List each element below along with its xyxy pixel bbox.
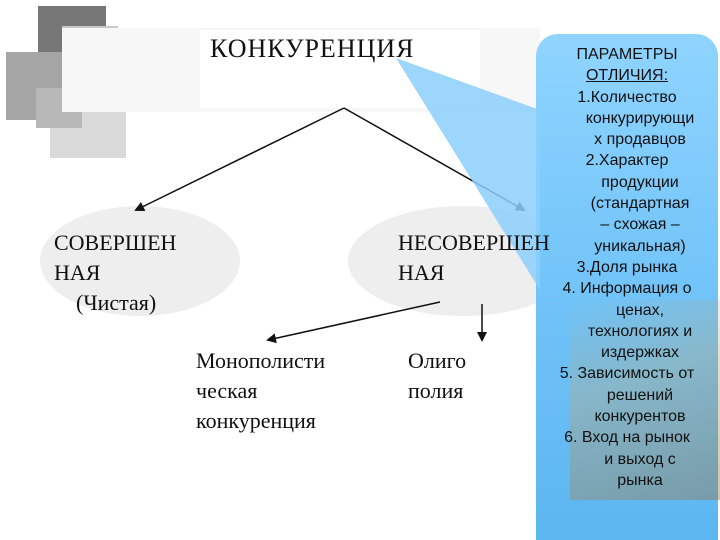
- node-monopolistic: Монополисти ческая конкуренция: [196, 346, 325, 436]
- parameter-item-title: 2.Характер: [585, 152, 669, 170]
- node-perfect-line1: СОВЕРШЕН: [54, 230, 177, 255]
- parameter-item-line: решений: [606, 386, 674, 404]
- node-oligo-line2: полия: [408, 378, 464, 403]
- parameter-item-title: 3.Доля рынка: [576, 258, 678, 276]
- parameter-item-line: ценах,: [615, 301, 665, 319]
- parameter-item-line: и выход с: [604, 450, 676, 468]
- parameter-item-line: рынка: [617, 471, 663, 489]
- node-mono-line3: конкуренция: [196, 408, 316, 433]
- parameter-item-line: уникальная): [594, 237, 686, 255]
- parameter-item-title: 5. Зависимость от: [559, 365, 695, 383]
- node-imperfect-line1: НЕСОВЕРШЕН: [398, 230, 550, 255]
- parameter-item-title: 6. Вход на рынок: [564, 429, 690, 447]
- parameter-item-title: 1.Количество: [577, 88, 677, 106]
- mono-box: [192, 340, 372, 458]
- node-oligo-line1: Олиго: [408, 348, 467, 373]
- parameter-item: 6. Вход на рынок и выход с рынка: [536, 427, 718, 491]
- node-mono-line2: ческая: [196, 378, 258, 403]
- node-perfect: СОВЕРШЕН НАЯ (Чистая): [54, 228, 176, 318]
- parameter-item-title: 4. Информация о: [562, 280, 692, 298]
- parameters-panel: [536, 34, 718, 540]
- panel-heading-2: ОТЛИЧИЯ:: [585, 67, 669, 85]
- arrow-to-monopolistic: [266, 301, 441, 344]
- parameter-item-line: продукции: [601, 173, 679, 191]
- node-imperfect-line2: НАЯ: [398, 260, 445, 285]
- node-oligopoly: Олиго полия: [408, 346, 466, 406]
- parameter-item: 2.Характер продукции (стандартная – схожая …: [536, 150, 718, 256]
- money-photo: [570, 300, 720, 500]
- parameter-item: 5. Зависимость от решений конкурентов: [536, 363, 718, 427]
- parameter-item: 3.Доля рынка: [536, 257, 718, 278]
- perfect-oval: [40, 206, 240, 316]
- parameter-item: 1.Количество конкурирующи х продавцов: [536, 87, 718, 151]
- parameter-item-line: х продавцов: [594, 131, 686, 149]
- node-mono-line1: Монополисти: [196, 348, 326, 373]
- panel-heading-1: ПАРАМЕТРЫ: [576, 46, 678, 63]
- parameter-item-line: (стандартная: [590, 195, 690, 213]
- node-perfect-line3: (Чистая): [76, 290, 157, 315]
- parameter-item-line: издержках: [600, 344, 679, 362]
- parameters-list: ПАРАМЕТРЫ ОТЛИЧИЯ: 1.Количество конкуриру…: [536, 44, 718, 491]
- diagram-title: КОНКУРЕНЦИЯ: [210, 34, 415, 63]
- node-perfect-line2: НАЯ: [54, 260, 101, 285]
- parameter-item-line: конкурентов: [594, 408, 686, 426]
- node-imperfect: НЕСОВЕРШЕН НАЯ: [398, 228, 550, 288]
- parameter-item: 4. Информация о ценах, технологиях и издерж…: [536, 278, 718, 363]
- parameter-item-line: технологиях и: [587, 322, 693, 340]
- parameter-item-line: – схожая –: [600, 216, 680, 234]
- arrow-to-perfect: [134, 107, 345, 211]
- parameter-item-line: конкурирующи: [585, 109, 695, 127]
